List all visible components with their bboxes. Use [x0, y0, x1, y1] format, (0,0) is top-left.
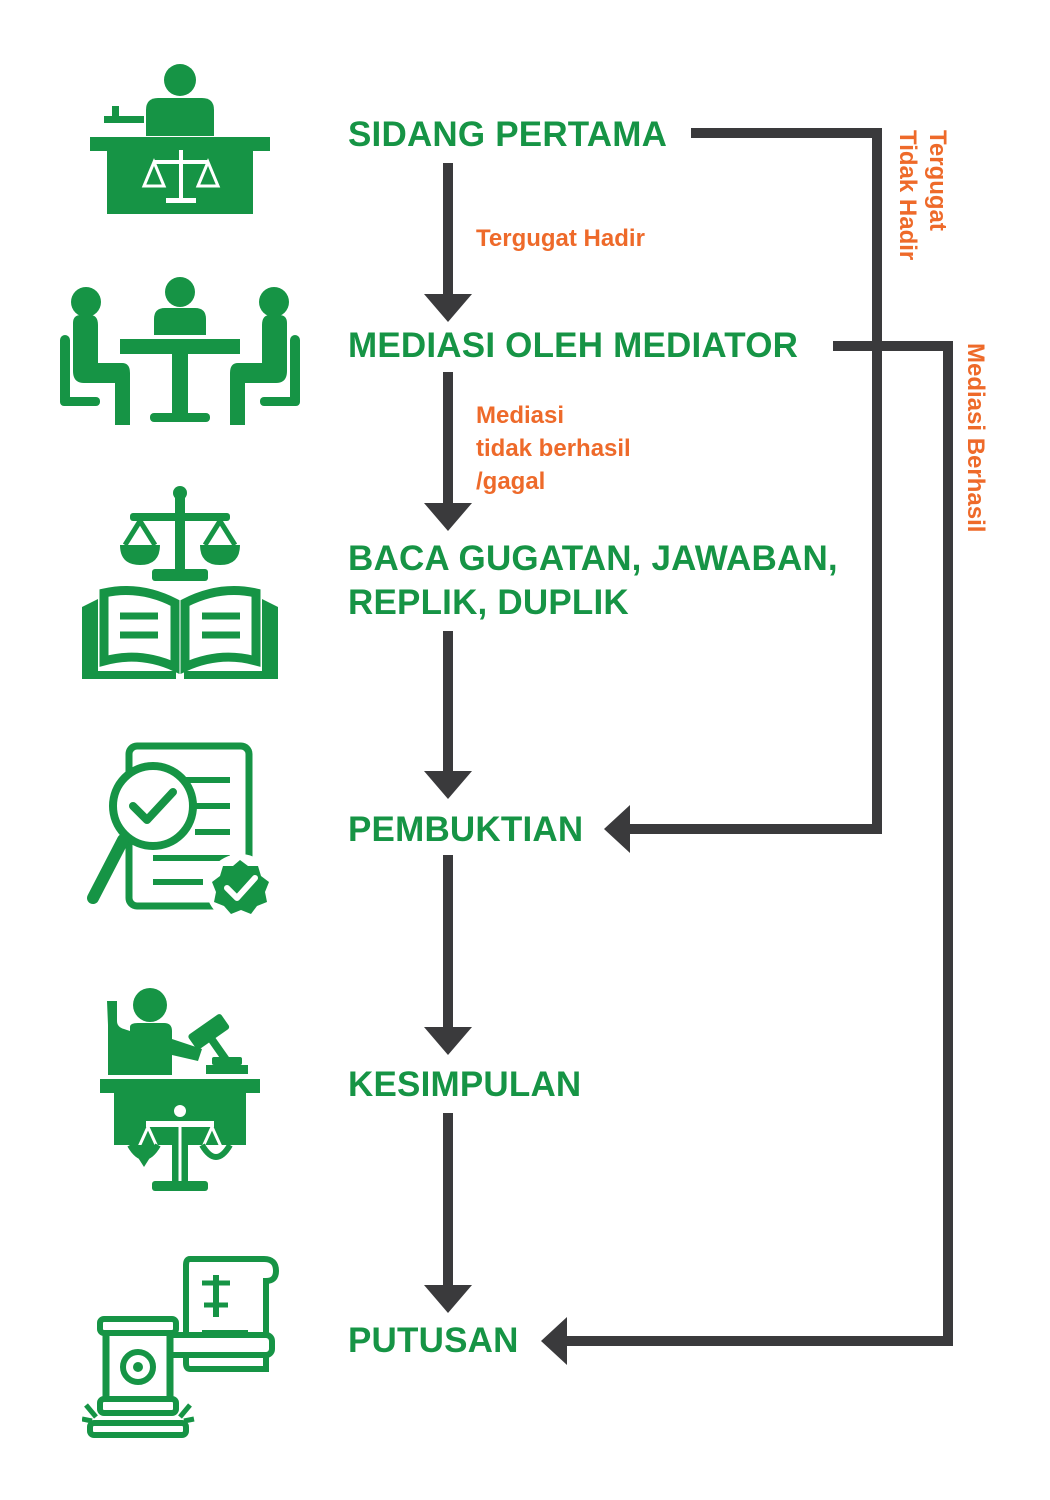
condition-mediasi-berhasil: Mediasi Berhasil [962, 343, 989, 533]
condition-tergugat-tidak-hadir: Tergugat Tidak Hadir [892, 130, 952, 260]
condition-mediasi-gagal-line2: tidak berhasil [476, 435, 631, 462]
arrow-mediasi-berhasil-to-putusan [541, 341, 953, 1365]
step-baca-gugatan-line1: BACA GUGATAN, JAWABAN, [348, 539, 838, 578]
arrow-baca-to-pembuktian [424, 631, 472, 799]
step-pembuktian: PEMBUKTIAN [348, 810, 584, 849]
verdict-gavel-icon [82, 1256, 280, 1438]
mediation-meeting-icon [60, 277, 300, 425]
step-putusan: PUTUSAN [348, 1321, 519, 1360]
condition-tidak-hadir-line1: Tergugat [924, 130, 951, 231]
step-baca-gugatan: BACA GUGATAN, JAWABAN, REPLIK, DUPLIK [348, 537, 838, 625]
arrow-tidak-hadir-to-pembuktian [604, 128, 882, 853]
condition-tidak-hadir-line2: Tidak Hadir [894, 130, 921, 261]
arrow-kesimpulan-to-putusan [424, 1113, 472, 1313]
judge-gavel-icon [100, 988, 260, 1191]
arrow-sidang-to-mediasi [424, 163, 472, 322]
arrow-pembuktian-to-kesimpulan [424, 855, 472, 1055]
condition-mediasi-gagal: Mediasi tidak berhasil /gagal [476, 399, 631, 498]
step-mediasi: MEDIASI OLEH MEDIATOR [348, 326, 799, 365]
condition-mediasi-gagal-line3: /gagal [476, 468, 546, 495]
judge-desk-icon [90, 64, 270, 214]
evidence-check-icon [87, 742, 274, 922]
arrow-mediasi-to-baca [424, 372, 472, 531]
step-sidang-pertama: SIDANG PERTAMA [348, 115, 668, 154]
law-book-icon [82, 486, 278, 679]
step-kesimpulan: KESIMPULAN [348, 1065, 582, 1104]
condition-mediasi-gagal-line1: Mediasi [476, 402, 565, 429]
condition-tergugat-hadir: Tergugat Hadir [476, 225, 645, 252]
step-baca-gugatan-line2: REPLIK, DUPLIK [348, 583, 629, 622]
